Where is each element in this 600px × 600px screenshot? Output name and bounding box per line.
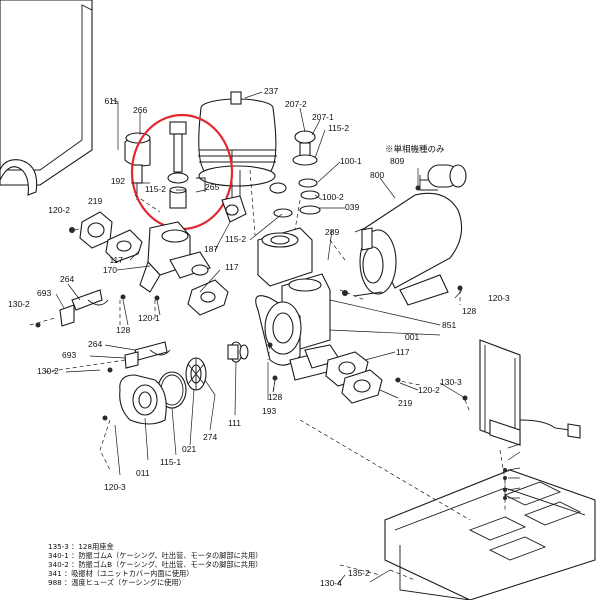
label-021: 021 <box>182 444 196 454</box>
cover-011 <box>119 374 167 425</box>
clamps-264-693 <box>59 289 171 369</box>
label-130-2-a: 130-2 <box>8 299 30 309</box>
casing-001 <box>255 227 341 381</box>
label-115-2-b: 115-2 <box>145 184 166 194</box>
label-207-2: 207-2 <box>285 99 307 109</box>
label-117-a: 117 <box>109 255 123 265</box>
flange-left <box>79 211 143 263</box>
parts-legend: 135-3 ：128用座金 340-1 ：防振ゴムA（ケーシング、吐出管、モータ… <box>48 542 262 587</box>
label-001: 001 <box>405 332 419 342</box>
label-809: 809 <box>390 156 404 166</box>
legend-line-4: 341 ：吸振材（ユニットカバー内面に使用） <box>48 569 193 578</box>
flange-right <box>325 351 383 404</box>
label-193: 193 <box>262 406 276 416</box>
label-115-2-c: 115-2 <box>225 234 246 244</box>
label-128-b: 128 <box>462 306 476 316</box>
label-120-3-a: 120-3 <box>488 293 510 303</box>
label-117-c: 117 <box>396 347 410 357</box>
legend-line-5: 988 ：温度ヒューズ（ケーシングに使用） <box>48 578 186 587</box>
label-115-1: 115-1 <box>160 457 181 467</box>
motor-800 <box>353 192 463 306</box>
label-264-b: 264 <box>88 339 102 349</box>
label-170: 170 <box>103 265 117 275</box>
pressure-switch-266 <box>124 132 151 200</box>
connector-170 <box>139 221 211 293</box>
label-128-c: 128 <box>268 392 282 402</box>
label-single-phase-note: ※単相機種のみ <box>385 144 445 154</box>
unit-cover-611 <box>0 0 93 196</box>
flange-mid <box>187 279 229 316</box>
label-128-a: 128 <box>116 325 130 335</box>
pressure-tank-237 <box>198 91 277 201</box>
label-266: 266 <box>133 105 147 115</box>
label-237: 237 <box>264 86 278 96</box>
label-039: 039 <box>345 202 359 212</box>
label-130-2-b: 130-2 <box>37 366 59 376</box>
fitting-187 <box>221 195 247 223</box>
label-800: 800 <box>370 170 384 180</box>
power-cord <box>519 419 581 439</box>
leader-lines <box>55 91 521 585</box>
label-265: 265 <box>205 182 219 192</box>
label-135-2: 135-2 <box>348 568 370 578</box>
label-111: 111 <box>228 418 241 428</box>
label-693-a: 693 <box>37 288 51 298</box>
label-130-4: 130-4 <box>320 578 342 588</box>
label-289: 289 <box>325 227 339 237</box>
label-120-1: 120-1 <box>138 313 160 323</box>
label-187: 187 <box>204 244 218 254</box>
label-120-3-b: 120-3 <box>104 482 126 492</box>
label-207-1: 207-1 <box>312 112 334 122</box>
label-120-2-b: 120-2 <box>418 385 440 395</box>
valve-stack <box>269 130 321 218</box>
seal-111 <box>227 341 249 363</box>
label-851: 851 <box>442 320 456 330</box>
label-219-a: 219 <box>88 196 102 206</box>
label-130-3: 130-3 <box>440 377 462 387</box>
label-264-a: 264 <box>60 274 74 284</box>
part-labels: 237 611 266 207-2 207-1 115-2 100-1 ※単相機… <box>8 86 510 588</box>
label-611: 611 <box>104 96 118 106</box>
screws <box>35 185 507 500</box>
legend-line-3: 340-2 ：防振ゴムB（ケーシング、吐出管、モータの脚部に共用） <box>48 560 262 569</box>
control-board <box>479 339 521 446</box>
legend-line-1: 135-3 ：128用座金 <box>48 542 114 551</box>
label-120-2-a: 120-2 <box>48 205 70 215</box>
label-100-1: 100-1 <box>340 156 362 166</box>
legend-line-2: 340-1 ：防振ゴムA（ケーシング、吐出管、モータの脚部に共用） <box>48 551 262 560</box>
label-100-2: 100-2 <box>322 192 344 202</box>
base-plate <box>384 469 596 600</box>
label-219-b: 219 <box>398 398 412 408</box>
label-274: 274 <box>203 432 217 442</box>
label-115-2-a: 115-2 <box>328 123 349 133</box>
label-011: 011 <box>136 468 150 478</box>
label-693-b: 693 <box>62 350 76 360</box>
capacitor-809 <box>417 164 467 191</box>
label-192: 192 <box>111 176 125 186</box>
label-117-b: 117 <box>225 262 239 272</box>
impeller-021 <box>185 357 207 391</box>
